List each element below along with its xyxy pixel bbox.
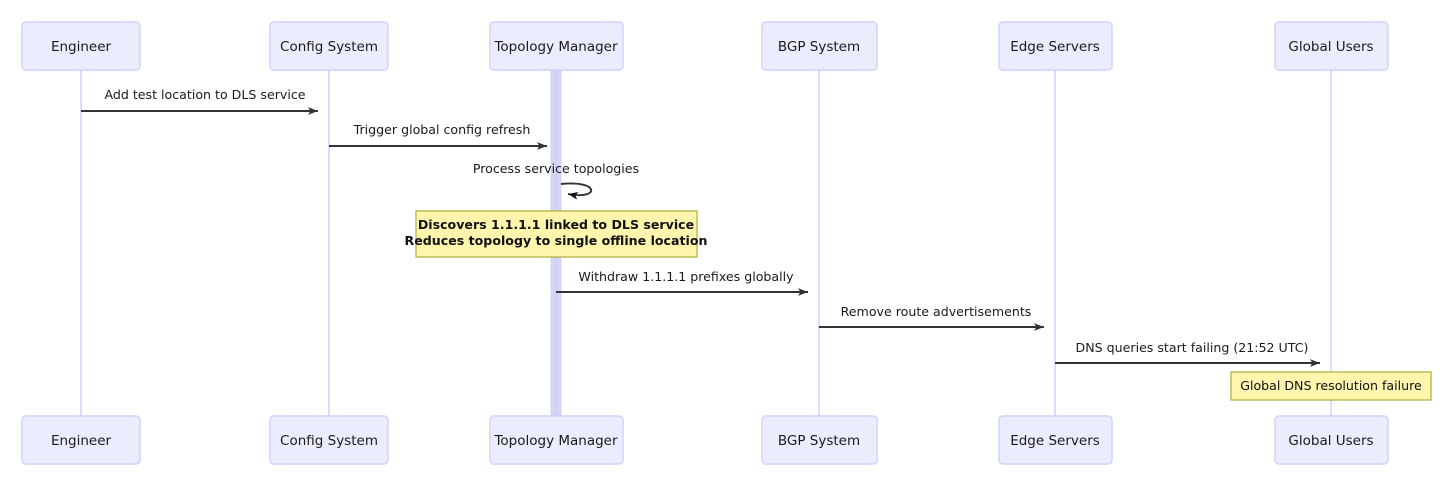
message-label-2: Trigger global config refresh xyxy=(353,122,531,137)
actor-box-topology-top[interactable]: Topology Manager xyxy=(489,21,624,71)
actor-box-users-top[interactable]: Global Users xyxy=(1274,21,1389,71)
actor-label-users-bottom: Global Users xyxy=(1288,433,1373,449)
message-add-test-location[interactable]: Add test location to DLS service xyxy=(81,87,318,115)
actor-label-engineer-top: Engineer xyxy=(51,39,112,55)
note-global-dns-failure: Global DNS resolution failure xyxy=(1230,371,1432,401)
actor-label-engineer-bottom: Engineer xyxy=(51,433,112,449)
actor-headers-bottom: Engineer Config System Topology Manager … xyxy=(21,415,1389,465)
message-selfloop-3 xyxy=(560,182,593,200)
actor-box-topology-bottom[interactable]: Topology Manager xyxy=(489,415,624,465)
actor-box-config-bottom[interactable]: Config System xyxy=(269,415,389,465)
note-discovers-dls: Discovers 1.1.1.1 linked to DLS service … xyxy=(405,210,708,258)
actor-label-users-top: Global Users xyxy=(1288,39,1373,55)
note-line-2: Reduces topology to single offline locat… xyxy=(405,233,708,248)
actor-box-edge-top[interactable]: Edge Servers xyxy=(998,21,1113,71)
actor-label-topology-top: Topology Manager xyxy=(493,39,618,55)
message-label-3: Process service topologies xyxy=(473,161,639,176)
actor-label-edge-bottom: Edge Servers xyxy=(1010,433,1100,449)
actor-label-config-bottom: Config System xyxy=(280,433,378,449)
actor-box-config-top[interactable]: Config System xyxy=(269,21,389,71)
message-withdraw-prefixes[interactable]: Withdraw 1.1.1.1 prefixes globally xyxy=(556,269,808,296)
message-remove-route-advertisements[interactable]: Remove route advertisements xyxy=(819,304,1044,331)
actor-box-bgp-top[interactable]: BGP System xyxy=(761,21,878,71)
message-label-6: DNS queries start failing (21:52 UTC) xyxy=(1076,340,1309,355)
message-label-1: Add test location to DLS service xyxy=(104,87,305,102)
actor-box-edge-bottom[interactable]: Edge Servers xyxy=(998,415,1113,465)
actor-label-edge-top: Edge Servers xyxy=(1010,39,1100,55)
actor-label-bgp-bottom: BGP System xyxy=(778,433,860,449)
message-label-4: Withdraw 1.1.1.1 prefixes globally xyxy=(578,269,794,284)
message-label-5: Remove route advertisements xyxy=(841,304,1032,319)
actor-box-bgp-bottom[interactable]: BGP System xyxy=(761,415,878,465)
note2-line-1: Global DNS resolution failure xyxy=(1240,378,1422,393)
actor-headers-top: Engineer Config System Topology Manager … xyxy=(21,21,1389,71)
actor-box-users-bottom[interactable]: Global Users xyxy=(1274,415,1389,465)
message-trigger-config-refresh[interactable]: Trigger global config refresh xyxy=(329,122,547,150)
actor-box-engineer-top[interactable]: Engineer xyxy=(21,21,141,71)
message-process-service-topologies[interactable]: Process service topologies xyxy=(473,161,639,200)
actor-box-engineer-bottom[interactable]: Engineer xyxy=(21,415,141,465)
actor-label-topology-bottom: Topology Manager xyxy=(493,433,618,449)
actor-label-bgp-top: BGP System xyxy=(778,39,860,55)
note-line-1: Discovers 1.1.1.1 linked to DLS service xyxy=(418,217,694,232)
actor-label-config-top: Config System xyxy=(280,39,378,55)
message-dns-queries-failing[interactable]: DNS queries start failing (21:52 UTC) xyxy=(1055,340,1320,367)
